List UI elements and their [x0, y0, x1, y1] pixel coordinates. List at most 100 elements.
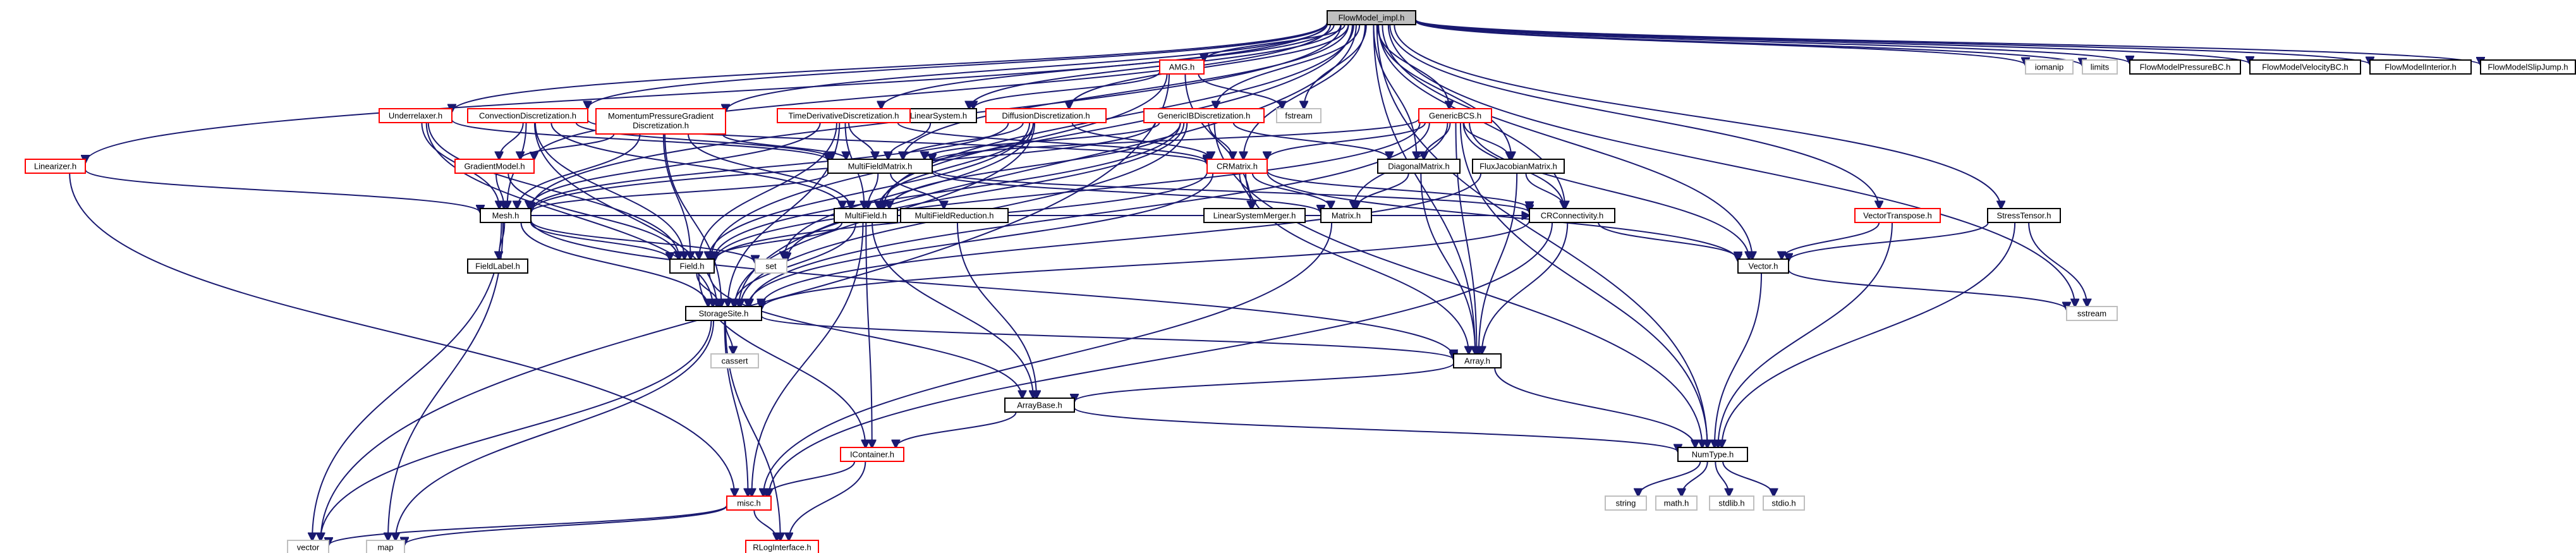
node-amg[interactable]: AMG.h [1159, 59, 1205, 75]
node-vector_h[interactable]: Vector.h [1737, 258, 1789, 274]
node-box-fstream [1276, 108, 1321, 123]
node-box-mfred [900, 208, 1009, 223]
node-numtype[interactable]: NumType.h [1677, 447, 1748, 462]
node-label-gradmodel: GradientModel.h [464, 162, 525, 171]
node-linearizer[interactable]: Linearizer.h [25, 159, 86, 174]
edge-timedisc-to-crmatrix [897, 122, 1207, 162]
edge-root-to-convdisc [588, 22, 1328, 109]
edge-vector_h-to-sstream [1788, 269, 2067, 310]
edge-underrelax-to-mfm [451, 119, 828, 161]
node-stdlib: stdlib.h [1709, 495, 1754, 511]
node-genibdisc[interactable]: GenericIBDiscretization.h [1143, 108, 1265, 123]
edge-crconn-to-storagesite [762, 220, 1530, 309]
node-mfm[interactable]: MultiFieldMatrix.h [827, 159, 933, 174]
node-label-set: set [765, 262, 777, 271]
node-label-rlog: RLogInterface.h [753, 543, 811, 552]
node-box-fmvbc [2249, 59, 2361, 75]
node-label-misc: misc.h [737, 499, 761, 508]
edge-root-to-fmslip [1415, 19, 2481, 65]
node-fmint[interactable]: FlowModelInterior.h [2369, 59, 2472, 75]
edge-crmatrix-to-matrix [1251, 173, 1331, 209]
edge-root-to-fmpbc [1415, 20, 2130, 63]
node-box-crmatrix [1206, 159, 1268, 174]
edge-linsys-to-mfm [888, 122, 932, 159]
edge-genibdisc-to-field [714, 122, 1181, 260]
node-box-arraybase [1004, 398, 1075, 413]
node-gradmodel[interactable]: GradientModel.h [454, 159, 535, 174]
node-storagesite[interactable]: StorageSite.h [685, 306, 762, 321]
node-fluxjac[interactable]: FluxJacobianMatrix.h [1472, 159, 1565, 174]
edge-root-to-fluxjac [1377, 24, 1512, 159]
node-mesh[interactable]: Mesh.h [480, 208, 532, 223]
edge-root-to-limits [1415, 20, 2082, 66]
node-crmatrix[interactable]: CRMatrix.h [1206, 159, 1268, 174]
node-box-array [1453, 353, 1502, 368]
node-root[interactable]: FlowModel_impl.h [1327, 10, 1416, 25]
node-misc[interactable]: misc.h [726, 495, 772, 511]
node-convdisc[interactable]: ConvectionDiscretization.h [467, 108, 588, 123]
node-label-diagmatrix: DiagonalMatrix.h [1388, 162, 1450, 171]
edge-momdisc-to-multifield [688, 133, 851, 209]
node-timedisc[interactable]: TimeDerivativeDiscretization.h [777, 108, 911, 123]
edge-array-to-numtype [1494, 367, 1695, 447]
node-box-matrix [1320, 208, 1372, 223]
edge-numtype-to-stdlib [1715, 461, 1728, 496]
node-crconn[interactable]: CRConnectivity.h [1529, 208, 1615, 223]
node-label-mfred: MultiFieldReduction.h [914, 211, 993, 221]
node-underrelax[interactable]: Underrelaxer.h [379, 108, 453, 123]
edge-multifield-to-field [714, 222, 843, 260]
node-box-icontainer [840, 447, 904, 462]
edge-diffdisc-to-mesh [531, 122, 1009, 211]
node-rlog[interactable]: RLogInterface.h [745, 540, 819, 553]
node-fmpbc[interactable]: FlowModelPressureBC.h [2129, 59, 2241, 75]
node-box-underrelax [379, 108, 453, 123]
node-arraybase[interactable]: ArrayBase.h [1004, 398, 1075, 413]
edge-amg-to-fstream [1198, 73, 1282, 109]
node-box-fmslip [2480, 59, 2576, 75]
node-diagmatrix[interactable]: DiagonalMatrix.h [1377, 159, 1461, 174]
edge-storagesite-to-vector [320, 320, 712, 540]
node-box-mathh [1655, 495, 1698, 511]
edge-crmatrix-to-vector_h [1267, 171, 1738, 261]
node-box-amg [1159, 59, 1205, 75]
node-vectrans[interactable]: VectorTranspose.h [1854, 208, 1941, 223]
node-stresstensor[interactable]: StressTensor.h [1987, 208, 2061, 223]
edge-momdisc-to-field [662, 133, 691, 259]
edge-mesh-to-field [530, 222, 670, 260]
node-label-lsmerger: LinearSystemMerger.h [1213, 211, 1296, 221]
node-box-fmint [2369, 59, 2472, 75]
edge-root-to-sstream [1387, 24, 2075, 307]
node-box-multifield [834, 208, 898, 223]
node-fmvbc[interactable]: FlowModelVelocityBC.h [2249, 59, 2361, 75]
edge-linearizer-to-mesh [85, 169, 480, 212]
node-box-root [1327, 10, 1416, 25]
node-linsys[interactable]: LinearSystem.h [900, 108, 977, 123]
node-label-vector_h: Vector.h [1749, 262, 1778, 271]
node-multifield[interactable]: MultiField.h [834, 208, 898, 223]
node-label-root: FlowModel_impl.h [1339, 13, 1405, 23]
node-array[interactable]: Array.h [1453, 353, 1502, 368]
node-box-iomanip [2025, 59, 2074, 75]
node-box-misc [726, 495, 772, 511]
node-icontainer[interactable]: IContainer.h [840, 447, 904, 462]
node-matrix[interactable]: Matrix.h [1320, 208, 1372, 223]
node-lsmerger[interactable]: LinearSystemMerger.h [1203, 208, 1306, 223]
node-diffdisc[interactable]: DiffusionDiscretization.h [985, 108, 1107, 123]
node-field[interactable]: Field.h [669, 258, 715, 274]
node-genericbcs[interactable]: GenericBCS.h [1418, 108, 1492, 123]
node-box-map [366, 540, 405, 553]
node-fmslip[interactable]: FlowModelSlipJump.h [2480, 59, 2576, 75]
node-label-stdlib: stdlib.h [1718, 499, 1744, 508]
edge-genibdisc-to-set [787, 122, 1185, 260]
edge-multifield-to-storagesite [734, 222, 857, 307]
node-box-set [755, 258, 787, 274]
node-fieldlabel[interactable]: FieldLabel.h [467, 258, 528, 274]
node-label-icontainer: IContainer.h [850, 450, 894, 459]
node-label-linsys: LinearSystem.h [910, 111, 967, 121]
edge-stresstensor-to-sstream [2028, 222, 2087, 307]
node-stdio: stdio.h [1763, 495, 1805, 511]
edge-arraybase-to-icontainer [896, 411, 1017, 447]
node-box-stresstensor [1987, 208, 2061, 223]
node-mfred[interactable]: MultiFieldReduction.h [900, 208, 1009, 223]
